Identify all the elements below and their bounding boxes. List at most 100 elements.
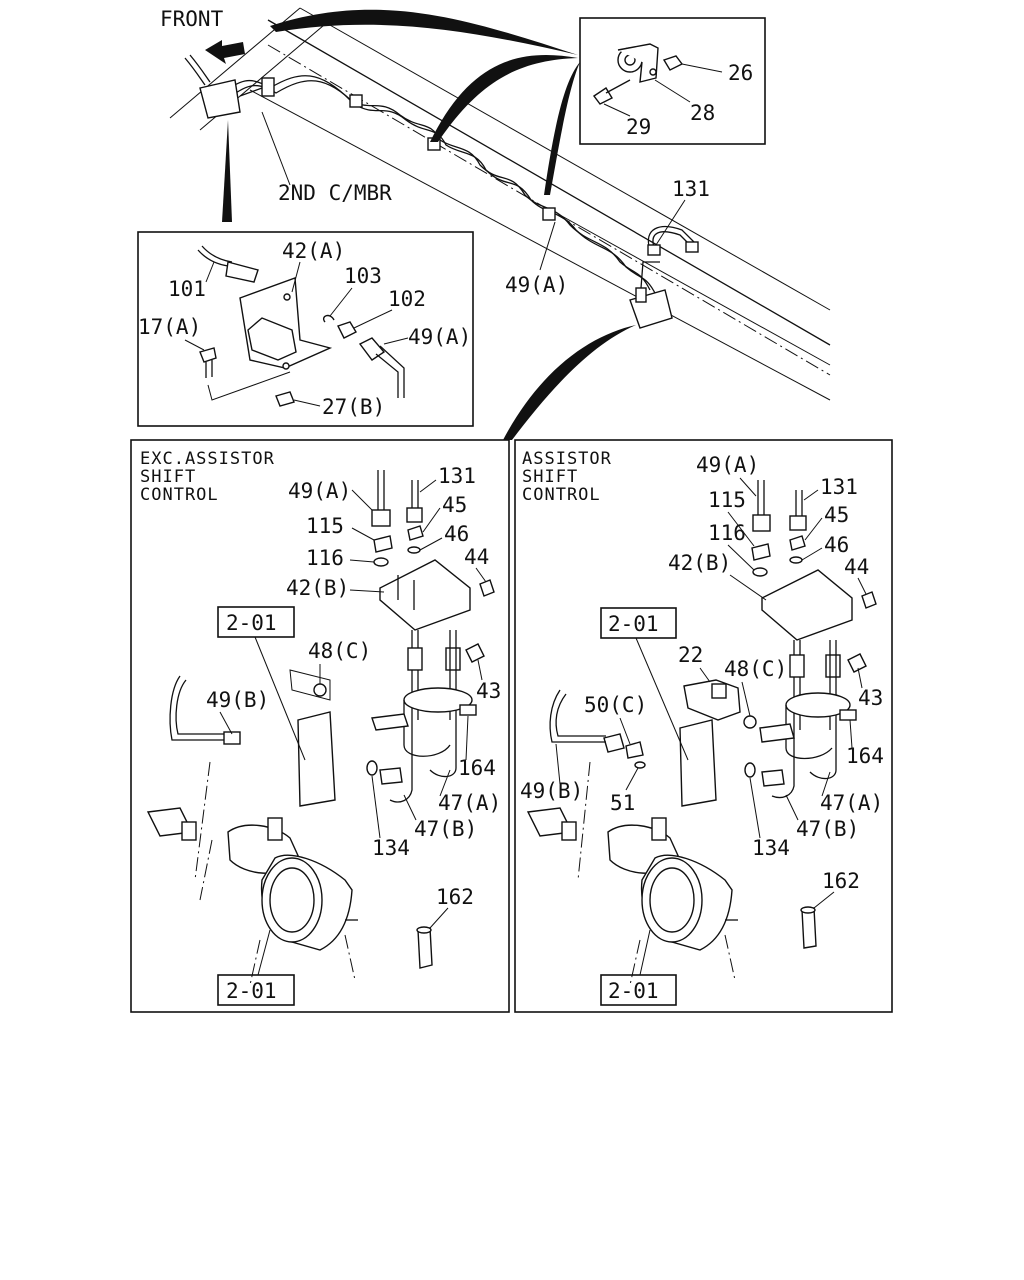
right-callout-49b: 49(B)	[520, 779, 583, 803]
left-callout-42b: 42(B)	[286, 576, 349, 600]
nut-45	[407, 525, 424, 541]
callout-102: 102	[388, 287, 426, 311]
left-callout-115: 115	[306, 514, 344, 538]
right-assembly-drawing	[526, 480, 877, 986]
pipe-clip-2	[349, 94, 363, 108]
left-assembly-drawing	[146, 470, 495, 986]
washer-103	[323, 314, 335, 323]
callout-101: 101	[168, 277, 206, 301]
r-nut-45	[789, 535, 806, 551]
r-bolt-44	[861, 591, 877, 609]
left-callout-162: 162	[436, 885, 474, 909]
panel-left-title-3: CONTROL	[140, 485, 219, 505]
panel-left-frame	[130, 439, 510, 1013]
left-callout-49b: 49(B)	[206, 688, 269, 712]
left-callout-48c: 48(C)	[308, 639, 371, 663]
callout-29: 29	[626, 115, 651, 139]
left-callout-134: 134	[372, 836, 410, 860]
r-washer-116	[752, 567, 768, 577]
right-callout-46: 46	[824, 533, 849, 557]
r-nut-115	[751, 543, 771, 561]
front-arrow-icon	[205, 40, 245, 64]
washer-51	[634, 761, 646, 769]
panel-right-ref-bottom-box	[600, 974, 677, 1006]
panel-left-ref-top: 2-01	[226, 611, 277, 635]
left-callout-164: 164	[458, 756, 496, 780]
clip-assembly	[592, 43, 684, 105]
callout-131-overview: 131	[672, 177, 710, 201]
panel-left-title-1: EXC.ASSISTOR	[140, 449, 275, 469]
nut-115	[373, 535, 393, 553]
callout-28: 28	[690, 101, 715, 125]
right-callout-116: 116	[708, 521, 746, 545]
right-callout-131: 131	[820, 475, 858, 499]
left-callout-47b: 47(B)	[414, 817, 477, 841]
r-washer-134	[744, 762, 756, 778]
left-callout-116: 116	[306, 546, 344, 570]
panel-left-ref-bottom-box	[217, 974, 295, 1006]
detail-clip-box	[579, 17, 766, 145]
r-spacer-162	[801, 907, 817, 949]
panel-right-frame	[514, 439, 893, 1013]
leader-wedge-bracket	[222, 120, 232, 222]
right-callout-44: 44	[844, 555, 869, 579]
right-callout-134: 134	[752, 836, 790, 860]
leader-wedge-detail-3	[544, 62, 580, 195]
washer-46	[407, 546, 421, 554]
callout-26: 26	[728, 61, 753, 85]
callout-42a: 42(A)	[282, 239, 345, 263]
bolt-head-29	[592, 87, 613, 105]
washer-134	[366, 760, 378, 776]
callout-27b: 27(B)	[322, 395, 385, 419]
nut-27b	[275, 391, 295, 407]
panel-left-ref-top-box	[217, 606, 295, 638]
crossmember-label: 2ND C/MBR	[278, 181, 392, 205]
right-callout-42b: 42(B)	[668, 551, 731, 575]
spacer-162	[417, 927, 433, 969]
right-callout-164: 164	[846, 744, 884, 768]
right-callout-51: 51	[610, 791, 635, 815]
r-bolt-43	[847, 653, 867, 673]
leader-wedge-detail-2	[430, 55, 578, 142]
rear-junction-overview	[629, 226, 699, 329]
panel-right-title-1: ASSISTOR	[522, 449, 612, 469]
nut-102	[337, 321, 357, 339]
right-callout-115: 115	[708, 488, 746, 512]
left-callout-49a: 49(A)	[288, 479, 351, 503]
bolt-43	[465, 643, 485, 663]
callout-49a-overview: 49(A)	[505, 273, 568, 297]
right-callout-43: 43	[858, 686, 883, 710]
left-callout-46: 46	[444, 522, 469, 546]
panel-left-title-2: SHIFT	[140, 467, 196, 487]
left-callout-47a: 47(A)	[438, 791, 501, 815]
callout-103: 103	[344, 264, 382, 288]
r-washer-46	[789, 556, 803, 564]
detail-bracket-box	[137, 231, 474, 427]
right-callout-50c: 50(C)	[584, 693, 647, 717]
brake-pipe-overview	[219, 75, 657, 296]
leader-wedge-panels	[503, 325, 636, 440]
pipe-clip-4	[542, 207, 556, 221]
callout-49a-bracket: 49(A)	[408, 325, 471, 349]
right-callout-48c: 48(C)	[724, 657, 787, 681]
nut-50c	[625, 741, 644, 759]
panel-right-ref-top: 2-01	[608, 612, 659, 636]
left-callout-45: 45	[442, 493, 467, 517]
bolt-44	[479, 579, 495, 597]
right-callout-162: 162	[822, 869, 860, 893]
right-callout-47a: 47(A)	[820, 791, 883, 815]
panel-right-ref-top-box	[600, 607, 677, 639]
front-indicator: FRONT	[160, 7, 245, 64]
left-callout-44: 44	[464, 545, 489, 569]
callout-17a: 17(A)	[138, 315, 201, 339]
panel-right-title-3: CONTROL	[522, 485, 601, 505]
front-label: FRONT	[160, 7, 224, 31]
right-callout-47b: 47(B)	[796, 817, 859, 841]
pipe-clip-1	[261, 77, 275, 97]
panel-right-title-2: SHIFT	[522, 467, 578, 487]
bolt-17a	[199, 347, 217, 363]
left-callout-131: 131	[438, 464, 476, 488]
panel-right-ref-bottom: 2-01	[608, 979, 659, 1003]
leader-wedge-detail-1	[270, 9, 578, 55]
